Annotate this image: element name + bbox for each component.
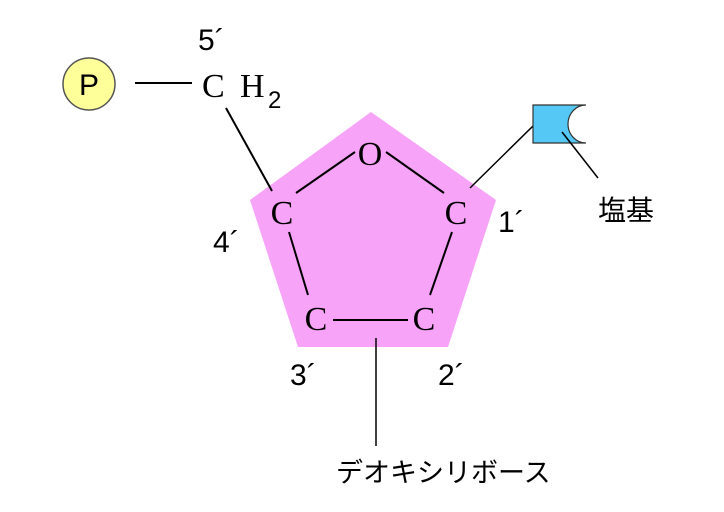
base-leader [561, 131, 599, 179]
ring-bonds [288, 151, 453, 321]
sugar-pentagon [250, 112, 496, 347]
atom-c3: C [305, 301, 328, 338]
position-5: 5´ [198, 24, 225, 57]
sugar-label: デオキシリボース [336, 458, 551, 489]
phosphate-circle [62, 57, 116, 111]
position-3: 3´ [290, 359, 317, 392]
bond-c1-base [469, 125, 534, 189]
atom-c5: C [202, 68, 225, 105]
atom-c4: C [271, 195, 294, 232]
position-2: 2´ [438, 359, 465, 392]
bond-c5-c4 [225, 107, 273, 192]
atom-o: O [358, 136, 383, 173]
atom-c2: C [413, 301, 436, 338]
position-1: 1´ [498, 206, 525, 239]
atom-c1: C [445, 195, 468, 232]
base-shape [532, 104, 587, 144]
base-label: 塩基 [598, 194, 654, 227]
subscript-2: 2 [268, 87, 281, 114]
atom-h: H [240, 68, 265, 105]
position-4: 4´ [213, 226, 240, 259]
phosphate-label: P [79, 69, 99, 102]
